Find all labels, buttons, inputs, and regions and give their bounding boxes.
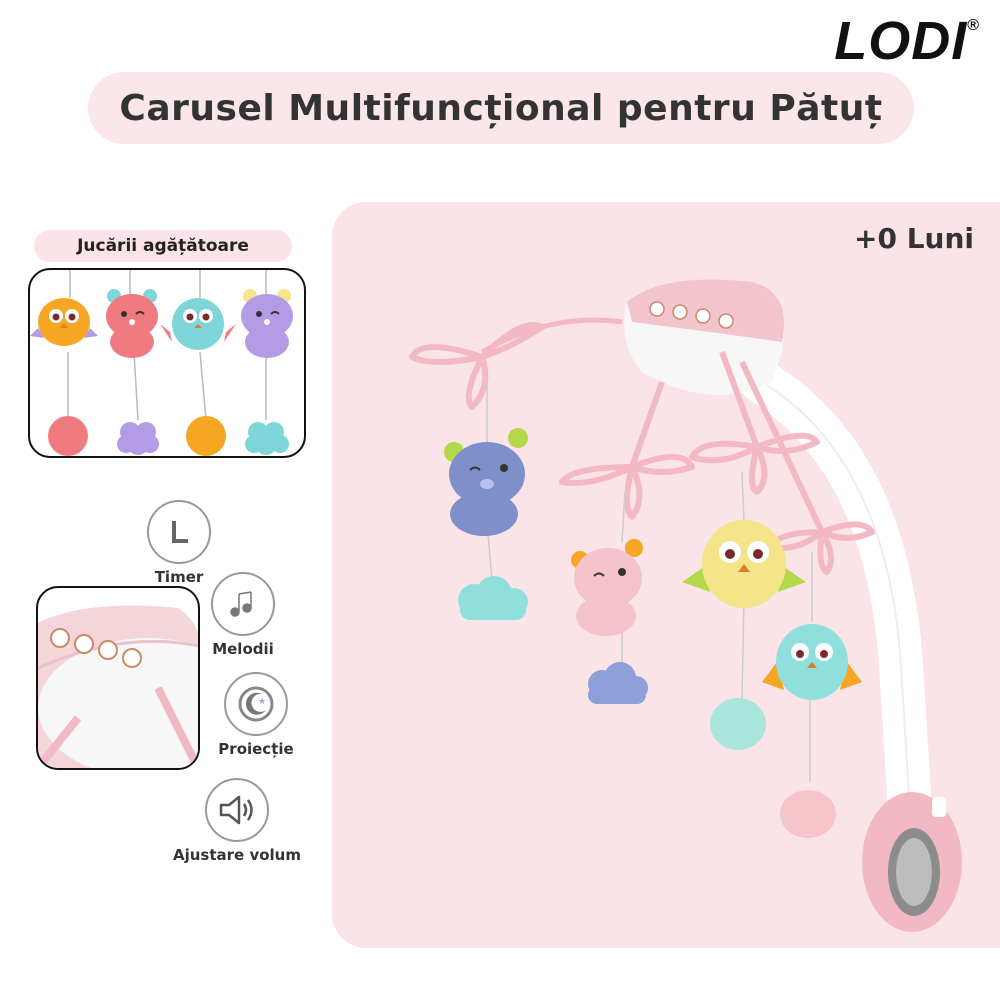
teal-owl-toy-main bbox=[762, 624, 862, 700]
blue-bear-toy bbox=[444, 428, 528, 536]
product-panel: +0 Luni bbox=[332, 202, 1000, 948]
moon-star-icon: ★ bbox=[224, 672, 288, 736]
brand-name: LODI bbox=[834, 11, 968, 71]
purple-bear-toy bbox=[241, 289, 293, 358]
page-title: Carusel Multifuncțional pentru Pătuț bbox=[88, 72, 914, 144]
feature-melodies-label: Melodii bbox=[212, 640, 274, 658]
registered-mark: ® bbox=[967, 17, 980, 34]
hanging-toys-image bbox=[28, 268, 306, 458]
pink-bear-toy bbox=[106, 289, 158, 358]
blue-cloud-charm bbox=[588, 662, 648, 704]
pink-bear-toy-main bbox=[571, 539, 643, 636]
feature-projection: ★ Proiecție bbox=[210, 672, 302, 758]
yellow-owl-toy bbox=[682, 520, 806, 608]
teal-flower-charm bbox=[245, 422, 289, 455]
age-badge: +0 Luni bbox=[854, 222, 974, 255]
red-charm bbox=[48, 416, 88, 456]
feature-timer: Timer bbox=[134, 500, 224, 586]
feature-volume: Ajustare volum bbox=[172, 778, 302, 864]
orange-owl-toy bbox=[30, 298, 98, 346]
speaker-icon bbox=[205, 778, 269, 842]
brand-logo: LODI® bbox=[834, 14, 980, 68]
teal-cloud-charm bbox=[458, 576, 528, 620]
hanging-toys-illustration bbox=[30, 270, 293, 456]
teal-leaf-charm bbox=[710, 698, 766, 750]
feature-projection-label: Proiecție bbox=[218, 740, 294, 758]
clock-icon bbox=[147, 500, 211, 564]
toys-section-label: Jucării agățătoare bbox=[34, 230, 292, 262]
music-notes-icon bbox=[211, 572, 275, 636]
pink-leaf-charm bbox=[780, 790, 836, 838]
control-panel-illustration bbox=[38, 605, 198, 768]
orange-charm bbox=[186, 416, 226, 456]
control-panel-detail-image bbox=[36, 586, 200, 770]
toys-section-label-text: Jucării agățătoare bbox=[77, 236, 249, 256]
feature-melodies: Melodii bbox=[198, 572, 288, 658]
svg-text:★: ★ bbox=[258, 697, 266, 707]
purple-flower-charm bbox=[117, 422, 159, 455]
page-title-text: Carusel Multifuncțional pentru Pătuț bbox=[119, 87, 883, 129]
teal-owl-toy bbox=[160, 298, 236, 350]
crib-mobile-illustration bbox=[409, 279, 962, 932]
feature-volume-label: Ajustare volum bbox=[173, 846, 301, 864]
feature-timer-label: Timer bbox=[154, 568, 204, 586]
